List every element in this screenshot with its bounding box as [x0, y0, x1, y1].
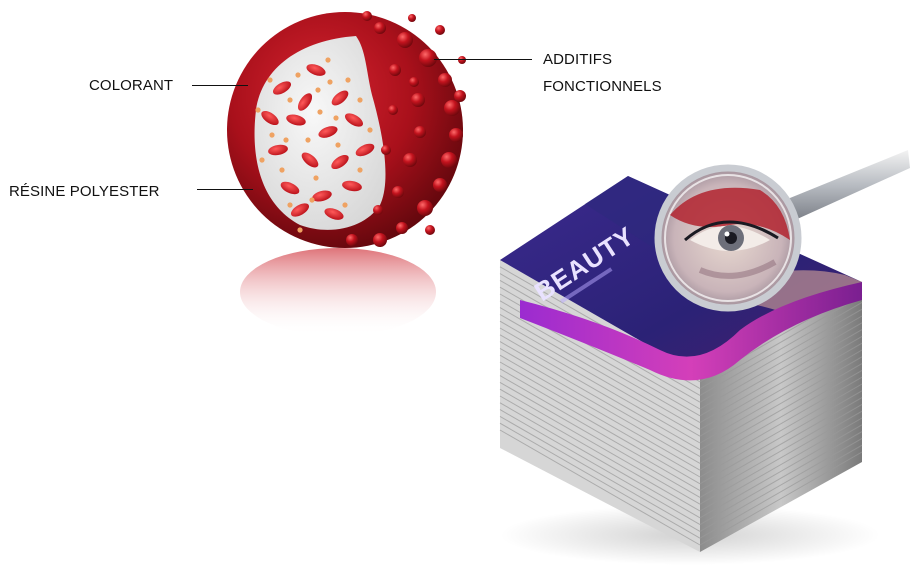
colorant-leader-line: [192, 85, 248, 86]
resin-label: RÉSINE POLYESTER: [9, 182, 160, 201]
additives-label-line1: ADDITIFS: [543, 50, 612, 69]
colorant-label: COLORANT: [89, 76, 173, 95]
additives-leader-line: [434, 59, 532, 60]
additives-label-line2: FONCTIONNELS: [543, 77, 662, 96]
magnifying-glass-icon: [658, 150, 910, 308]
resin-leader-line: [197, 189, 253, 190]
